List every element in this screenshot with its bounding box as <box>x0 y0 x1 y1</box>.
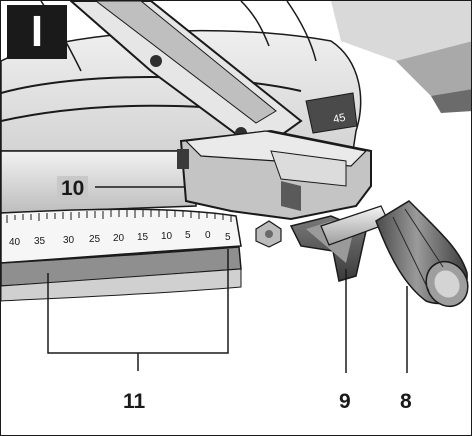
callout-10: 10 <box>57 176 89 201</box>
lock-bolt <box>255 220 282 248</box>
scale-label: 5 <box>185 230 191 241</box>
callout-11: 11 <box>123 390 146 413</box>
scale-label: 40 <box>9 237 21 248</box>
scale-label: 25 <box>89 234 101 245</box>
scale-label: 20 <box>113 233 125 244</box>
figure-label-badge: I <box>7 5 67 59</box>
miter-scale-ticks <box>6 210 232 223</box>
turntable-rim <box>1 150 242 302</box>
screw-head <box>150 55 162 67</box>
bevel-mark-45: 45 <box>332 112 346 126</box>
scale-label: 0 <box>205 230 211 241</box>
miter-lock-body <box>177 129 372 221</box>
leader-lines <box>47 186 408 373</box>
callout-8: 8 <box>400 390 412 413</box>
scale-label: 35 <box>34 236 46 247</box>
callout-9: 9 <box>339 390 351 413</box>
scale-label: 15 <box>137 232 149 243</box>
pointer-slot <box>177 149 189 169</box>
bevel-indicator <box>305 92 358 134</box>
scale-label: 30 <box>63 235 75 246</box>
scale-label: 5 <box>225 232 231 243</box>
saw-base-housing <box>1 1 471 113</box>
miter-lock-knob[interactable] <box>375 200 472 314</box>
scale-label: 10 <box>161 231 173 242</box>
